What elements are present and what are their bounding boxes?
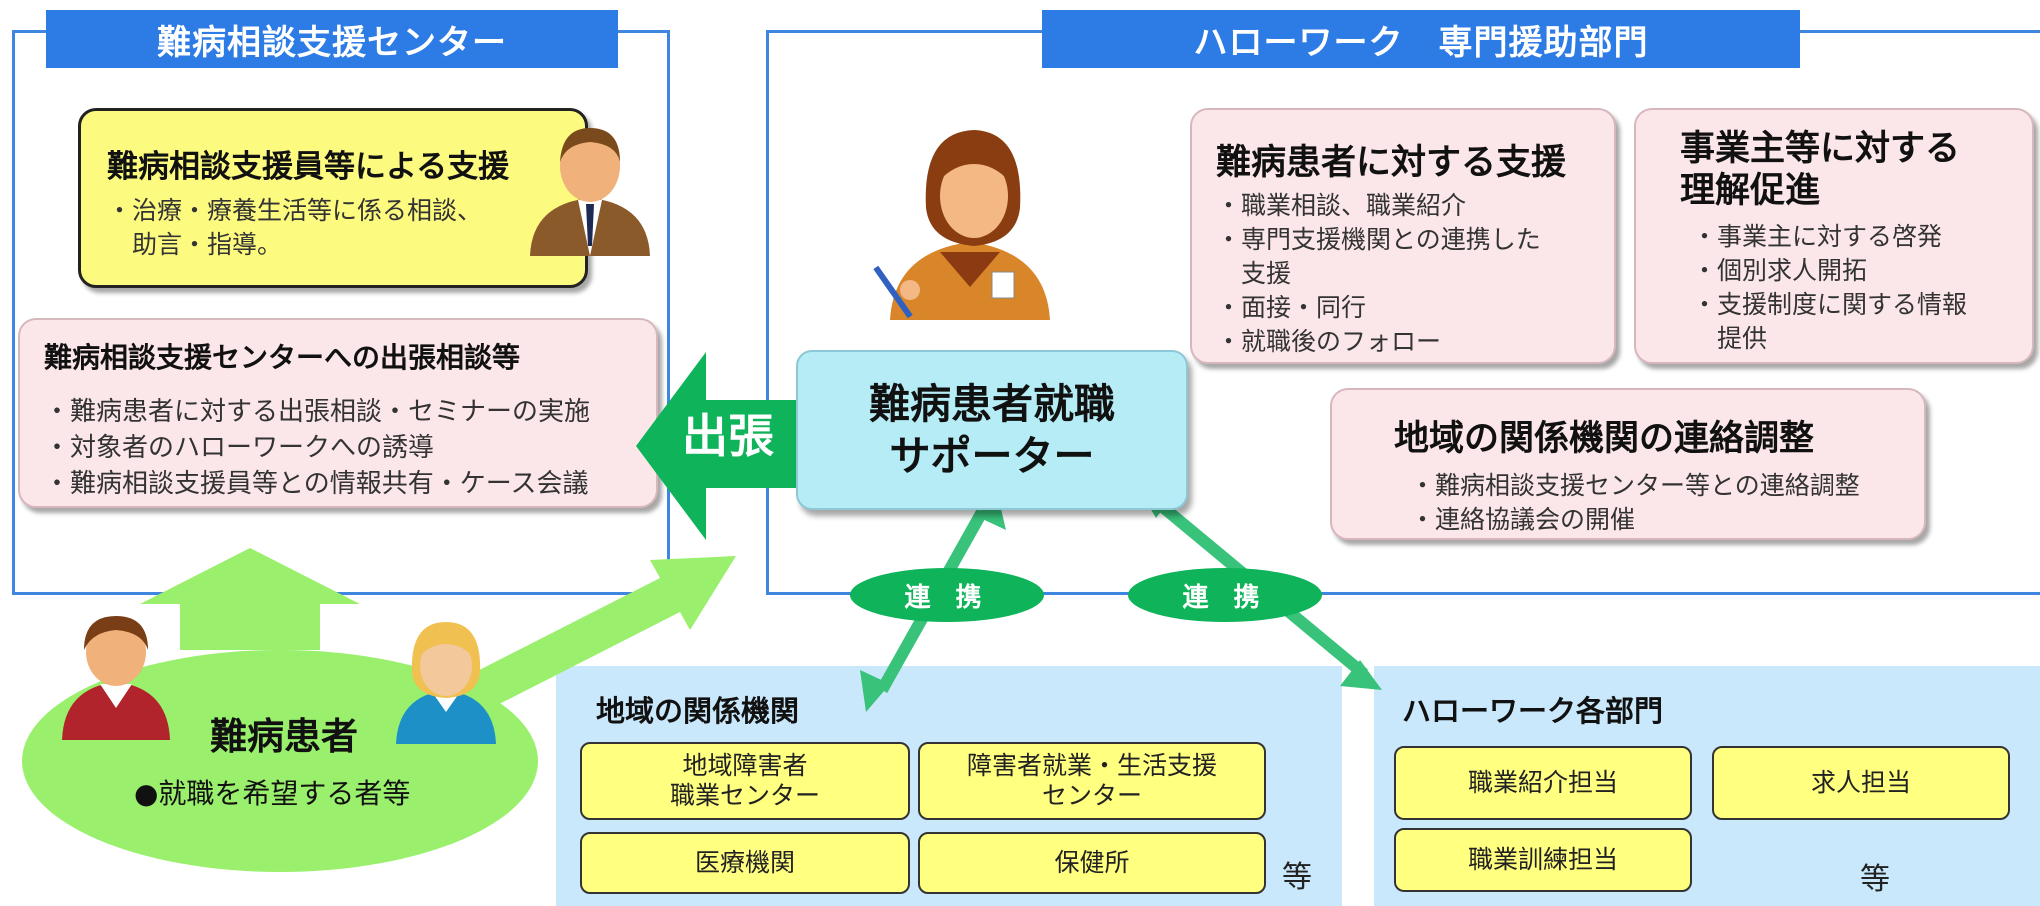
counselor-item: 助言・指導。 <box>107 230 283 259</box>
dept-box-job-offers: 求人担当 <box>1712 746 2010 820</box>
shucchou-arrow <box>636 352 800 540</box>
org-box-line: 地域障害者 <box>682 751 808 780</box>
patient-support-item: ・専門支援機関との連携した <box>1216 225 1541 254</box>
counselor-item: ・治療・療養生活等に係る相談、 <box>107 196 483 225</box>
renkei-badge-left: 連 携 <box>850 568 1044 622</box>
counselor-card-title: 難病相談支援員等による支援 <box>107 149 510 185</box>
outreach-card: 難病相談支援センターへの出張相談等 ・難病患者に対する出張相談・セミナーの実施 … <box>18 318 658 508</box>
employer-support-item: ・個別求人開拓 <box>1692 256 1868 285</box>
outreach-item: ・対象者のハローワークへの誘導 <box>44 433 435 463</box>
patient-female-icon <box>392 616 500 744</box>
org-box-line: 医療機関 <box>694 848 795 877</box>
org-box-vocational-center: 地域障害者 職業センター <box>580 742 910 820</box>
supporter-line2: サポーター <box>889 432 1095 480</box>
regional-coord-title: 地域の関係機関の連絡調整 <box>1394 419 1815 459</box>
renkei-arrowhead <box>860 670 890 712</box>
patient-support-title: 難病患者に対する支援 <box>1216 143 1567 183</box>
patients-subtitle: ●就職を希望する者等 <box>134 777 411 810</box>
patient-male-icon <box>56 608 176 740</box>
renkei-badge-right: 連 携 <box>1128 568 1322 622</box>
employer-support-item: ・支援制度に関する情報 <box>1692 290 1968 319</box>
org-box-line: 職業センター <box>669 781 820 810</box>
regional-orgs-title: 地域の関係機関 <box>596 694 800 728</box>
patient-support-item: ・就職後のフォロー <box>1216 327 1442 356</box>
regional-coord-item: ・難病相談支援センター等との連絡調整 <box>1410 471 1860 500</box>
patients-title: 難病患者 <box>210 715 358 758</box>
outreach-item: ・難病相談支援員等との情報共有・ケース会議 <box>44 469 589 499</box>
hw-departments-etc: 等 <box>1860 862 1890 897</box>
counselor-avatar-icon <box>520 118 660 258</box>
employer-support-title-1: 事業主等に対する <box>1680 129 1961 169</box>
regional-orgs-etc: 等 <box>1282 860 1312 895</box>
outreach-item: ・難病患者に対する出張相談・セミナーの実施 <box>44 397 591 427</box>
hellowork-panel-title: ハローワーク 専門援助部門 <box>1042 10 1800 68</box>
org-box-line: センター <box>1041 781 1142 810</box>
patient-support-item: 支援 <box>1216 259 1292 288</box>
employer-support-item: ・事業主に対する啓発 <box>1692 222 1943 251</box>
dept-box-placement: 職業紹介担当 <box>1394 746 1692 820</box>
org-box-employment-support-center: 障害者就業・生活支援 センター <box>918 742 1266 820</box>
shucchou-label: 出張 <box>682 409 774 463</box>
employer-support-title-2: 理解促進 <box>1680 171 1821 211</box>
regional-coord-item: ・連絡協議会の開催 <box>1410 505 1636 534</box>
renkei-arrowhead <box>1340 660 1382 690</box>
supporter-line1: 難病患者就職 <box>869 380 1115 428</box>
employer-support-item: 提供 <box>1692 324 1768 353</box>
outreach-card-title: 難病相談支援センターへの出張相談等 <box>44 341 521 374</box>
patient-support-item: ・面接・同行 <box>1216 293 1367 322</box>
dept-box-training: 職業訓練担当 <box>1394 828 1692 892</box>
supporter-box: 難病患者就職 サポーター <box>796 350 1188 510</box>
regional-coord-card: 地域の関係機関の連絡調整 ・難病相談支援センター等との連絡調整 ・連絡協議会の開… <box>1330 388 1926 540</box>
up-arrow <box>140 548 360 650</box>
employer-support-card: 事業主等に対する 理解促進 ・事業主に対する啓発 ・個別求人開拓 ・支援制度に関… <box>1634 108 2034 364</box>
patient-support-card: 難病患者に対する支援 ・職業相談、職業紹介 ・専門支援機関との連携した 支援 ・… <box>1190 108 1616 364</box>
supporter-avatar-icon <box>870 112 1070 322</box>
org-box-line: 障害者就業・生活支援 <box>966 751 1217 780</box>
org-box-health-center: 保健所 <box>918 832 1266 894</box>
org-box-medical: 医療機関 <box>580 832 910 894</box>
org-box-line: 保健所 <box>1054 848 1130 877</box>
patient-support-item: ・職業相談、職業紹介 <box>1216 191 1467 220</box>
center-panel-title: 難病相談支援センター <box>46 10 618 68</box>
hw-departments-title: ハローワーク各部門 <box>1402 694 1664 728</box>
diagonal-arrow <box>440 556 736 724</box>
